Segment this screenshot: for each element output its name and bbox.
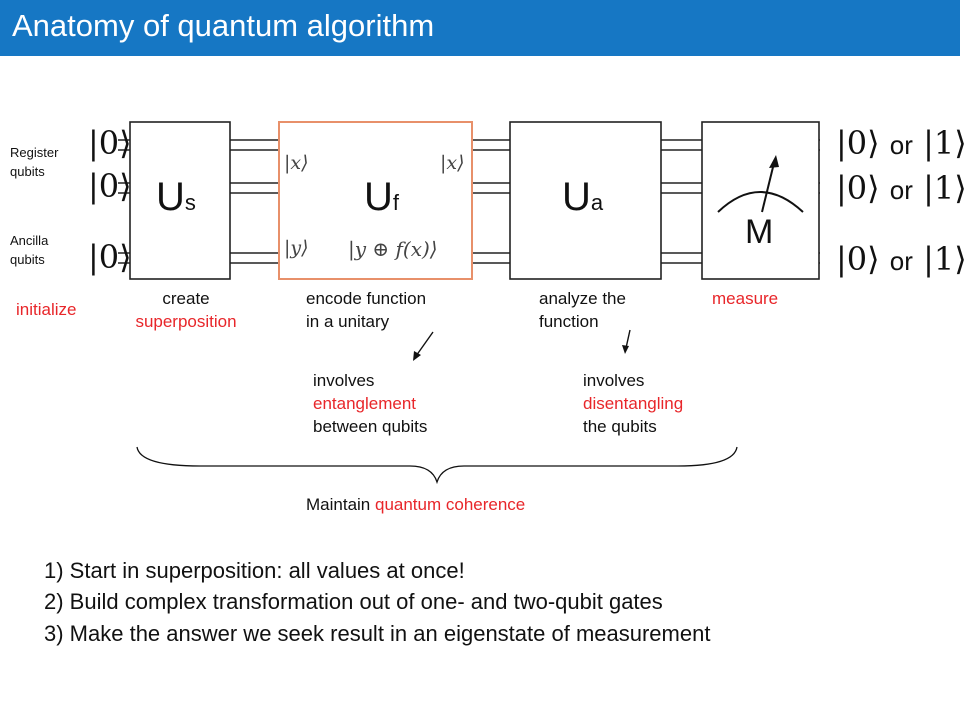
output-or: or: [889, 246, 913, 276]
us-gate-sub: s: [184, 190, 196, 215]
stage-analyze-line1: analyze the: [539, 289, 626, 308]
stage-create-line1: create: [162, 289, 210, 308]
output-or: or: [889, 175, 913, 205]
uf-x-in: |x⟩: [284, 152, 309, 174]
ua-gate-sub: a: [590, 190, 604, 215]
stage-analyze: analyze the function: [539, 288, 626, 334]
uf-y-in: |y⟩: [284, 237, 309, 259]
output-row-2: |0⟩ or |1⟩: [836, 172, 967, 204]
output-or: or: [889, 130, 913, 160]
ua-gate-label: Ua: [562, 175, 604, 219]
entanglement-note: involves entanglement between qubits: [313, 371, 428, 436]
output-ket-0: |0⟩: [836, 240, 880, 278]
us-gate-label: Us: [156, 175, 196, 219]
stage-encode: encode function in a unitary: [306, 288, 426, 334]
stage-measure: measure: [712, 289, 779, 308]
meter-arc: [717, 191, 804, 213]
title-bar: Anatomy of quantum algorithm: [0, 0, 960, 56]
disentangling-highlight: disentangling: [583, 393, 684, 413]
measure-gate-label: M: [745, 213, 774, 251]
arrow-entangle: [415, 331, 434, 357]
uf-gate-box: [278, 121, 473, 280]
entanglement-highlight: entanglement: [313, 393, 417, 413]
stage-encode-line2: in a unitary: [306, 311, 390, 331]
output-row-3: |0⟩ or |1⟩: [836, 243, 967, 275]
key-points-list: 1) Start in superposition: all values at…: [44, 555, 710, 649]
output-ket-1: |1⟩: [923, 169, 967, 207]
ancilla-label-line2: qubits: [10, 251, 45, 267]
output-row-1: |0⟩ or |1⟩: [836, 127, 967, 159]
register-label: Register qubits: [10, 144, 58, 182]
input-ket-1: |0⟩: [88, 124, 132, 162]
page-title: Anatomy of quantum algorithm: [12, 8, 435, 43]
uf-y-out: |y ⊕ f(x)⟩: [348, 237, 438, 261]
us-gate-box: [129, 121, 231, 280]
initialize-label: initialize: [16, 300, 77, 319]
coherence-highlight: quantum coherence: [374, 495, 526, 514]
register-label-line2: qubits: [10, 163, 45, 179]
register-label-line1: Register: [10, 145, 59, 160]
stage-create: create superposition: [116, 288, 256, 334]
stage-analyze-line2: function: [539, 311, 599, 331]
key-point: 2) Build complex transformation out of o…: [44, 589, 663, 615]
coherence-note: Maintain quantum coherence: [306, 495, 526, 514]
measure-gate-box: [701, 121, 820, 280]
uf-gate-sub: f: [392, 190, 400, 215]
ancilla-label: Ancilla qubits: [10, 232, 48, 270]
uf-x-out: |x⟩: [440, 152, 465, 174]
coherence-brace: [136, 446, 738, 485]
output-ket-0: |0⟩: [836, 169, 880, 207]
meter-needle-head: [769, 155, 779, 168]
stage-create-line2: superposition: [135, 311, 237, 331]
output-ket-0: |0⟩: [836, 124, 880, 162]
ua-gate-box: [509, 121, 662, 280]
arrow-disentangle: [625, 329, 631, 349]
disentangling-note: involves disentangling the qubits: [583, 371, 684, 436]
stage-encode-line1: encode function: [306, 289, 427, 308]
uf-gate-label: Uf: [364, 175, 400, 219]
input-ket-3: |0⟩: [88, 238, 132, 276]
output-ket-1: |1⟩: [923, 240, 967, 278]
key-point: 3) Make the answer we seek result in an …: [44, 620, 711, 646]
meter-needle: [761, 162, 775, 213]
key-point: 1) Start in superposition: all values at…: [44, 558, 465, 583]
output-ket-1: |1⟩: [923, 124, 967, 162]
ancilla-label-line1: Ancilla: [10, 233, 49, 248]
input-ket-2: |0⟩: [88, 167, 132, 205]
